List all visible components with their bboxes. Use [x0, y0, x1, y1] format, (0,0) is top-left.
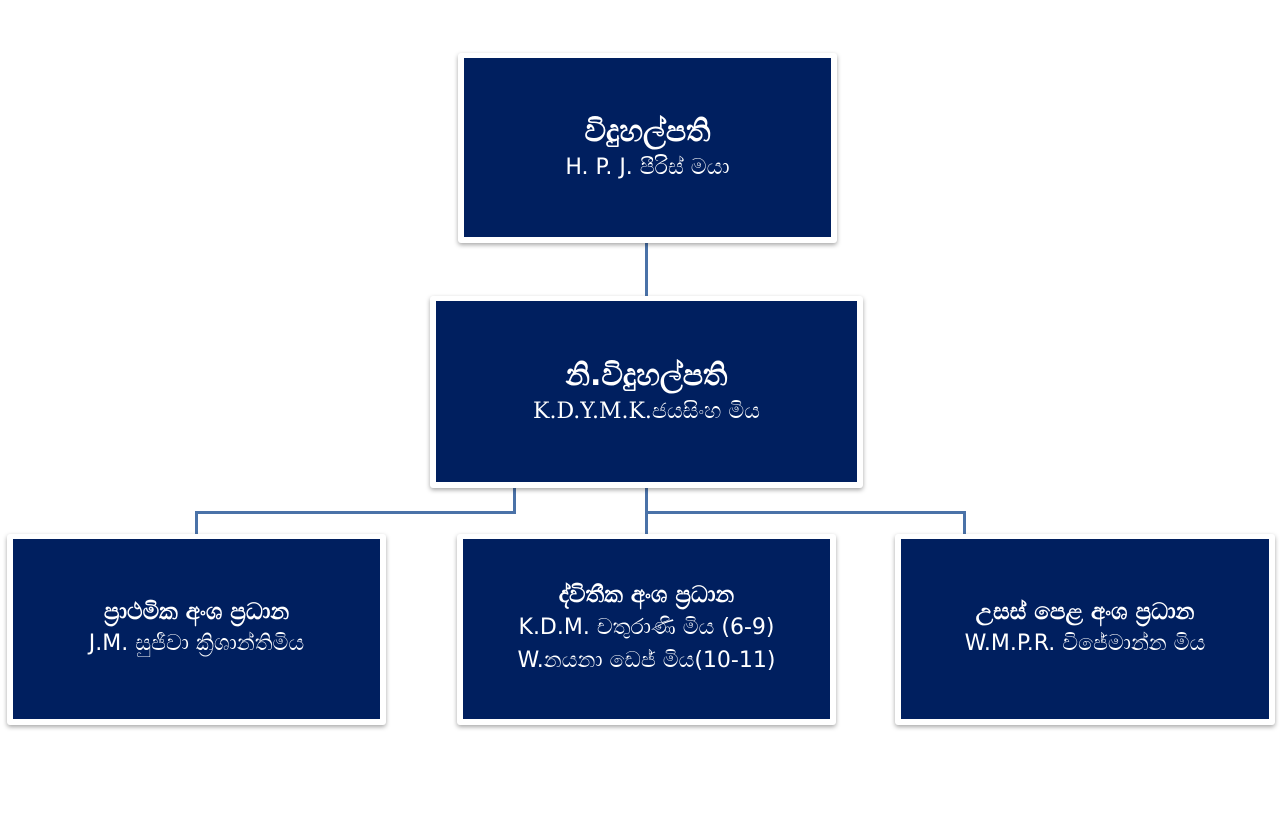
connector-principal-deputy — [645, 243, 648, 296]
node-title: විදුහල්පති — [584, 113, 711, 149]
node-secondary: ද්විතීක අංශ ප්‍රධාන K.D.M. චතුරාණි මිය (… — [457, 534, 836, 725]
node-person: J.M. සුජීවා ක්‍රිශාන්තිමිය — [88, 631, 305, 657]
connector-left-horizontal — [195, 511, 516, 514]
node-person: H. P. J. පීරිස් මයා — [565, 154, 730, 180]
node-deputy: නි.විදුහල්පති K.D.Y.M.K.ජයසිංහ මිය — [430, 296, 863, 488]
node-person: W.M.P.R. විජේමාන්න මිය — [964, 631, 1206, 657]
node-person: K.D.Y.M.K.ජයසිංහ මිය — [533, 398, 760, 424]
node-title: නි.විදුහල්පති — [565, 357, 728, 393]
node-primary: ප්‍රාථමික අංශ ප්‍රධාන J.M. සුජීවා ක්‍රිශ… — [7, 534, 386, 725]
connector-right-horizontal — [645, 511, 966, 514]
connector-primary-drop — [195, 511, 198, 534]
node-title: උසස් පෙළ අංශ ප්‍රධාන — [975, 598, 1195, 625]
node-title: ද්විතීක අංශ ප්‍රධාන — [558, 582, 735, 609]
connector-deputy-left-down — [513, 488, 516, 514]
node-person: W.නයනා ඩෙජ් මිය(10-11) — [517, 647, 776, 673]
node-title: ප්‍රාථමික අංශ ප්‍රධාන — [103, 598, 290, 625]
connector-advanced-drop — [963, 511, 966, 534]
node-principal: විදුහල්පති H. P. J. පීරිස් මයා — [458, 53, 837, 243]
node-person: K.D.M. චතුරාණි මිය (6-9) — [518, 614, 775, 640]
node-advanced-level: උසස් පෙළ අංශ ප්‍රධාන W.M.P.R. විජේමාන්න … — [895, 534, 1275, 725]
